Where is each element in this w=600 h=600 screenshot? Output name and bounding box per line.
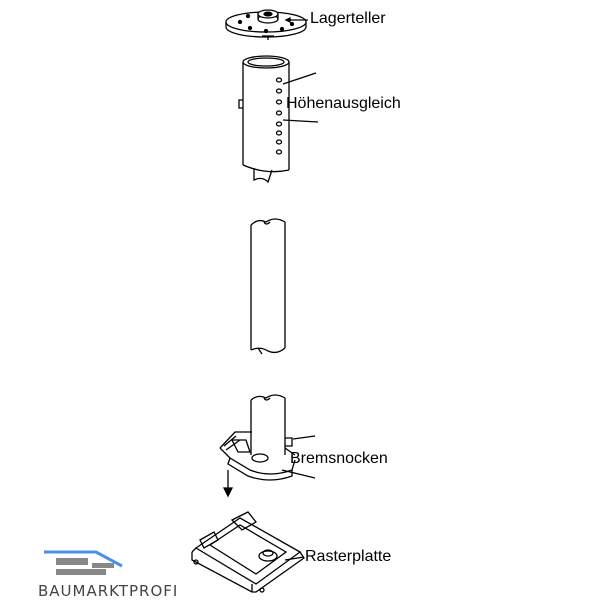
middle-tube [250, 218, 286, 355]
baumarktprofi-logo [44, 550, 123, 575]
label-rasterplatte: Rasterplatte [305, 548, 392, 565]
label-bremsnocken: Bremsnocken [290, 450, 388, 467]
label-lagerteller: Lagerteller [310, 10, 386, 27]
logo-text: BAUMARKTPROFI [38, 582, 179, 600]
grid-plate [191, 511, 305, 593]
bearing-plate [225, 9, 308, 40]
label-hoehenausgleich: Höhenausgleich [286, 95, 401, 112]
upper-tube [238, 55, 319, 184]
lower-tube-brake [219, 394, 316, 498]
